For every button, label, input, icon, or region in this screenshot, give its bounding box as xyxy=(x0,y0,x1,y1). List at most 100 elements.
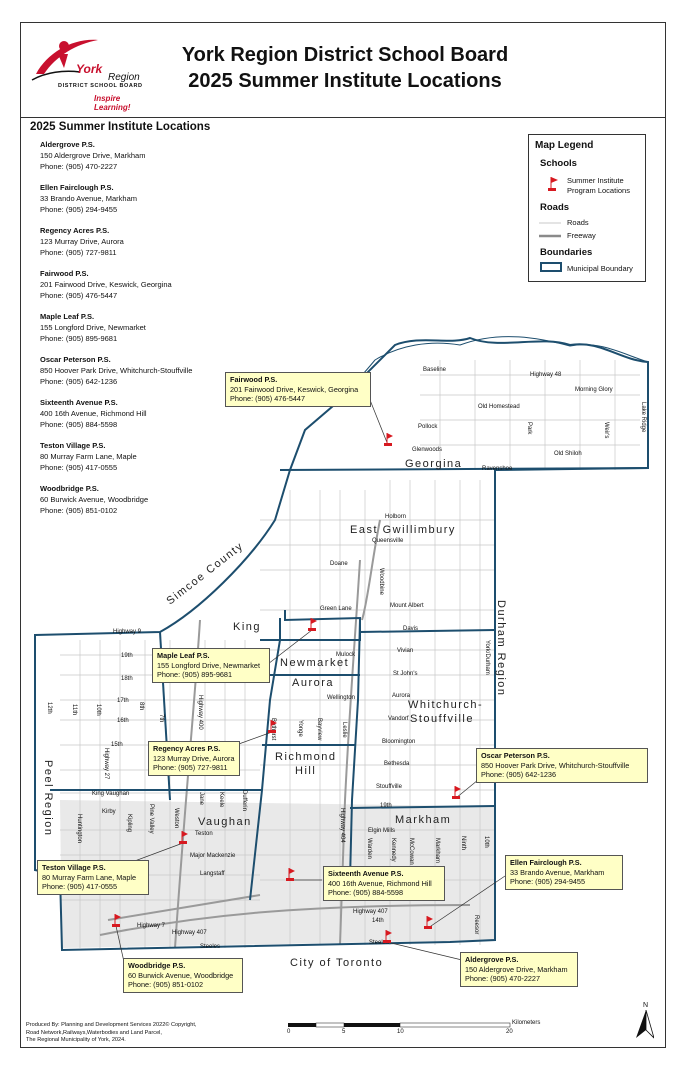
road-label: Davis xyxy=(403,626,418,632)
legend-school-item-2: Program Locations xyxy=(567,186,630,195)
road-label: Park xyxy=(526,422,532,435)
road-label: Bayview xyxy=(316,718,322,741)
road-label: 12th xyxy=(46,702,52,714)
callout-phone: Phone: (905) 884-5598 xyxy=(328,888,404,897)
scale-bar xyxy=(288,1022,511,1028)
road-label: Highway 407 xyxy=(172,930,207,936)
road-label: Highway 7 xyxy=(137,923,166,929)
road-label: Morning Glory xyxy=(575,387,613,393)
road-label: 15th xyxy=(111,742,123,748)
school-flag-icon[interactable] xyxy=(179,831,188,844)
callout-name: Ellen Fairclough P.S. xyxy=(510,858,582,867)
road-label: York/Durham xyxy=(484,640,490,675)
callout-address: 123 Murray Drive, Aurora xyxy=(153,753,235,763)
road-label: Pollock xyxy=(418,424,438,430)
freeway-line-icon xyxy=(539,234,561,238)
road-label: Steeles xyxy=(200,944,220,950)
label-aurora: Aurora xyxy=(292,677,334,689)
title-line-2: 2025 Summer Institute Locations xyxy=(188,70,502,92)
road-label: Glenwoods xyxy=(412,447,442,453)
road-label: Warden xyxy=(366,838,372,859)
road-labels: Baseline Highway 48 Morning Glory Old Ho… xyxy=(46,367,646,950)
road-label: Mulock xyxy=(336,652,356,658)
road-label: Dufferin xyxy=(241,790,247,811)
callout-teston-village: Teston Village P.S. 80 Murray Farm Lane,… xyxy=(37,860,149,895)
legend-roads-item: Roads xyxy=(567,218,589,227)
map-credits: Produced By: Planning and Development Se… xyxy=(26,1022,226,1045)
legend-schools-heading: Schools xyxy=(540,158,577,169)
road-label: Highway 9 xyxy=(113,629,142,635)
callout-phone: Phone: (905) 294-9455 xyxy=(510,877,586,886)
school-address: 850 Hoover Park Drive, Whitchurch-Stouff… xyxy=(40,366,193,375)
school-address: 150 Aldergrove Drive, Markham xyxy=(40,151,146,160)
school-address: 80 Murray Farm Lane, Maple xyxy=(40,452,137,461)
label-richmond-1: Richmond xyxy=(275,751,337,763)
road-label: Woodbine xyxy=(378,568,384,596)
road-label: Weston xyxy=(173,808,179,828)
logo-region-text: Region xyxy=(108,72,140,83)
road-label: Langstaff xyxy=(200,871,225,877)
callout-name: Aldergrove P.S. xyxy=(465,955,519,964)
school-address: 201 Fairwood Drive, Keswick, Georgina xyxy=(40,280,172,289)
road-label: Aurora xyxy=(392,693,411,699)
road-label: Stouffville xyxy=(376,784,403,790)
school-flag-icon[interactable] xyxy=(384,433,393,446)
logo-york-text: York xyxy=(76,62,103,76)
road-label: Baseline xyxy=(423,367,447,373)
school-name: Maple Leaf P.S. xyxy=(40,312,95,321)
label-king: King xyxy=(233,621,261,633)
school-flag-icon[interactable] xyxy=(268,720,277,733)
legend-school-item-1: Summer Institute xyxy=(567,176,624,185)
yrdsb-logo: York Region DISTRICT SCHOOL BOARD Inspir… xyxy=(28,32,158,112)
callout-address: 60 Burwick Avenue, Woodbridge xyxy=(128,970,234,980)
callout-phone: Phone: (905) 476-5447 xyxy=(230,394,306,403)
road-label: Bathurst xyxy=(270,718,276,741)
road-label: Steeles xyxy=(369,940,389,946)
label-whitchurch-1: Whitchurch- xyxy=(408,699,483,711)
callout-fairwood: Fairwood P.S. 201 Fairwood Drive, Keswic… xyxy=(225,372,371,407)
road-label: King Vaughan xyxy=(92,791,129,797)
road-label: 11th xyxy=(71,704,77,715)
callout-phone: Phone: (905) 895-9681 xyxy=(157,670,233,679)
header-divider xyxy=(20,117,666,118)
road-label: 19th xyxy=(380,803,392,809)
label-georgina: Georgina xyxy=(405,458,462,470)
road-label: Keele xyxy=(218,792,224,808)
road-label: Kirby xyxy=(102,809,116,815)
label-peel: Peel Region xyxy=(42,760,54,836)
label-whitchurch-2: Stouffville xyxy=(410,713,474,725)
road-label: Major Mackenzie xyxy=(190,853,236,859)
label-durham: Durham Region xyxy=(495,600,507,697)
school-flag-icon[interactable] xyxy=(286,868,295,881)
callout-woodbridge: Woodbridge P.S. 60 Burwick Avenue, Woodb… xyxy=(123,958,243,993)
road-label: 16th xyxy=(117,718,129,724)
school-flag-icon[interactable] xyxy=(383,930,392,943)
road-label: Teston xyxy=(195,831,213,837)
callout-ellen-fairclough: Ellen Fairclough P.S. 33 Brando Avenue, … xyxy=(505,855,623,890)
school-name: Sixteenth Avenue P.S. xyxy=(40,398,118,407)
school-list-item: Maple Leaf P.S. 155 Longford Drive, Newma… xyxy=(40,311,256,344)
logo-swoosh-icon xyxy=(31,39,98,81)
callout-name: Fairwood P.S. xyxy=(230,375,278,384)
callout-sixteenth-avenue: Sixteenth Avenue P.S. 400 16th Avenue, R… xyxy=(323,866,445,901)
road-label: Huntington xyxy=(76,814,82,843)
callout-name: Regency Acres P.S. xyxy=(153,744,221,753)
school-address: 155 Longford Drive, Newmarket xyxy=(40,323,146,332)
page-frame xyxy=(20,22,666,1048)
scale-tick-10: 10 xyxy=(397,1029,404,1035)
callout-address: 150 Aldergrove Drive, Markham xyxy=(465,964,568,974)
school-flag-icon[interactable] xyxy=(308,618,317,631)
road-label: Jane xyxy=(198,792,204,806)
road-label: McCowan xyxy=(408,838,414,865)
callout-address: 80 Murray Farm Lane, Maple xyxy=(42,872,137,882)
school-phone: Phone: (905) 884-5598 xyxy=(40,420,118,429)
callout-phone: Phone: (905) 727-9811 xyxy=(153,763,228,772)
school-name: Teston Village P.S. xyxy=(40,441,106,450)
callout-name: Maple Leaf P.S. xyxy=(157,651,210,660)
school-flag-icon[interactable] xyxy=(424,916,433,929)
road-label: Lake Ridge xyxy=(640,402,646,433)
school-flag-icon[interactable] xyxy=(112,914,121,927)
label-east-gwillimbury: East Gwillimbury xyxy=(350,524,456,536)
school-list-item: Regency Acres P.S.123 Murray Drive, Auro… xyxy=(40,225,256,258)
school-flag-icon[interactable] xyxy=(452,786,461,799)
